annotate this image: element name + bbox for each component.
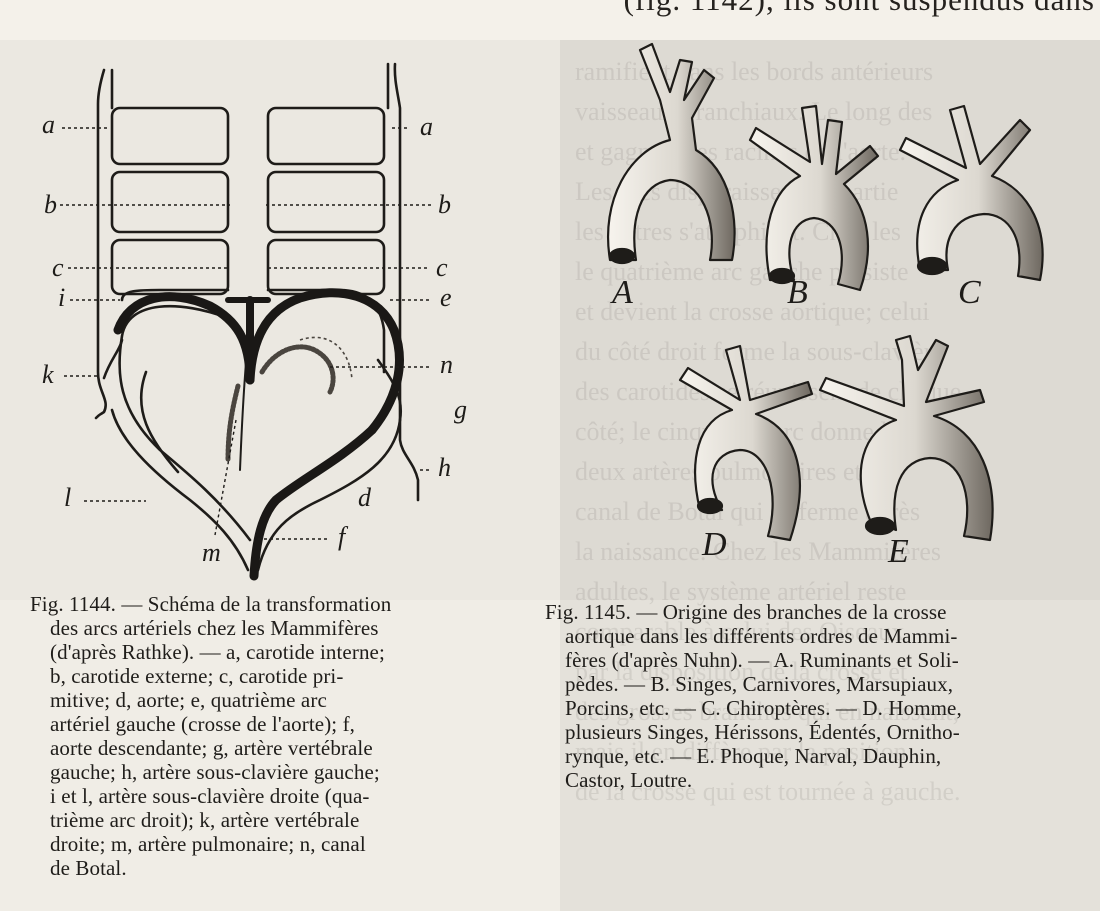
caption-1144-line: trième arc droit); k, artère vertébrale	[30, 808, 490, 832]
caption-1144-line: Fig. 1144. — Schéma de la transformation	[30, 592, 490, 616]
caption-1145-line: plusieurs Singes, Hérissons, Édentés, Or…	[545, 720, 1080, 744]
label-A: A	[610, 274, 633, 311]
caption-1144-line: i et l, artère sous-clavière droite (qua…	[30, 784, 490, 808]
caption-1144-line: (d'après Rathke). — a, carotide interne;	[30, 640, 490, 664]
caption-1145-line: fères (d'après Nuhn). — A. Ruminants et …	[545, 648, 1080, 672]
arch-B	[750, 106, 878, 290]
caption-1145-line: Porcins, etc. — C. Chiroptères. — D. Hom…	[545, 696, 1080, 720]
caption-1144-line: artériel gauche (crosse de l'aorte); f,	[30, 712, 490, 736]
arch-C	[900, 106, 1043, 280]
label-C: C	[958, 274, 981, 311]
caption-1145-line: rynque, etc. — E. Phoque, Narval, Dauphi…	[545, 744, 1080, 768]
caption-1144-line: droite; m, artère pulmonaire; n, canal	[30, 832, 490, 856]
label-E: E	[887, 533, 909, 570]
caption-1145-line: Castor, Loutre.	[545, 768, 1080, 792]
caption-1144-line: des arcs artériels chez les Mammifères	[30, 616, 490, 640]
label-B: B	[787, 274, 808, 311]
figure-1144-caption: Fig. 1144. — Schéma de la transformation…	[30, 592, 490, 880]
caption-1144-line: de Botal.	[30, 856, 490, 880]
caption-1144-line: gauche; h, artère sous-clavière gauche;	[30, 760, 490, 784]
caption-1144-line: aorte descendante; g, artère vertébrale	[30, 736, 490, 760]
caption-1145-line: Fig. 1145. — Origine des branches de la …	[545, 600, 1080, 624]
arch-A	[608, 44, 735, 263]
caption-1144-line: b, carotide externe; c, carotide pri-	[30, 664, 490, 688]
arch-D	[680, 346, 812, 540]
arch-E	[820, 336, 993, 540]
caption-1145-line: aortique dans les différents ordres de M…	[545, 624, 1080, 648]
caption-1145-line: pèdes. — B. Singes, Carnivores, Marsupia…	[545, 672, 1080, 696]
label-D: D	[701, 526, 727, 563]
figure-1145-caption: Fig. 1145. — Origine des branches de la …	[545, 600, 1080, 792]
figure-1145-diagram: A B C D E	[0, 0, 1100, 600]
caption-1144-line: mitive; d, aorte; e, quatrième arc	[30, 688, 490, 712]
